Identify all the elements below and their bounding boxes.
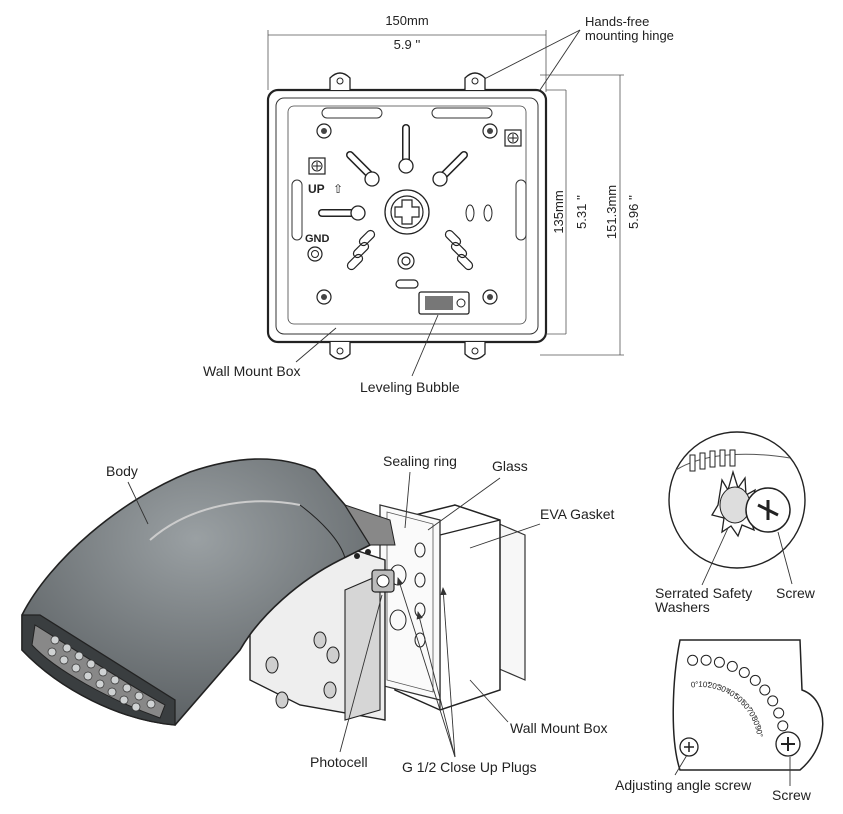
exploded-wall-mount-box-label: Wall Mount Box <box>510 720 608 736</box>
adjusting-screw-label: Adjusting angle screw <box>615 777 752 793</box>
gnd-label: GND <box>305 233 330 245</box>
washers-label-line1: Serrated Safety <box>655 585 752 601</box>
washer-screw-label: Screw <box>776 585 816 601</box>
top-view-drawing: 150mm 5.9 '' Hands-free mounting hinge <box>203 13 674 395</box>
plugs-label: G 1/2 Close Up Plugs <box>402 759 537 775</box>
angle-mark-label: 80° <box>750 715 763 730</box>
inner-height-in-label: 5.31 '' <box>574 195 589 229</box>
washers-label-line2: Washers <box>655 599 710 615</box>
hinge-label-line1: Hands-free <box>585 14 649 29</box>
angle-plate-drawing: 0°10°20°30°40°50°60°70°80°90° Adjusting … <box>615 639 824 803</box>
inner-height-mm-label: 135mm <box>551 190 566 233</box>
angle-hole <box>759 684 771 696</box>
washer-detail-drawing: Serrated Safety Washers Screw <box>655 431 816 615</box>
sealing-ring-label: Sealing ring <box>383 453 457 469</box>
outer-height-mm-label: 151.3mm <box>604 185 619 239</box>
top-wall-mount-box-label: Wall Mount Box <box>203 363 301 379</box>
angle-mark-label: 20° <box>707 680 721 692</box>
up-arrow-icon: ⇧ <box>333 182 343 196</box>
angle-hole <box>749 674 761 686</box>
sealing-ring <box>343 504 396 546</box>
angle-mark-label: 90° <box>753 725 764 739</box>
outer-height-in-label: 5.96 '' <box>626 195 641 229</box>
leveling-bubble-label: Leveling Bubble <box>360 379 460 395</box>
angle-hole <box>777 720 789 732</box>
angle-hole <box>700 654 712 666</box>
angle-hole <box>726 660 738 672</box>
eva-gasket-label: EVA Gasket <box>540 506 615 522</box>
angle-mark-label: 10° <box>698 680 711 690</box>
angle-mark-label: 30° <box>716 683 731 696</box>
angle-plate-screw-label: Screw <box>772 787 812 803</box>
angle-hole <box>773 707 785 719</box>
angle-hole <box>738 667 750 678</box>
glass-label: Glass <box>492 458 528 474</box>
width-mm-label: 150mm <box>385 13 428 28</box>
exploded-view-drawing: Body Sealing ring Glass EVA Gasket Wall … <box>21 453 615 775</box>
angle-hole <box>713 656 725 668</box>
angle-hole <box>767 695 779 707</box>
angle-hole <box>687 654 699 666</box>
angle-mark-label: 0° <box>690 680 698 690</box>
width-in-label: 5.9 '' <box>394 37 421 52</box>
hinge-label-line2: mounting hinge <box>585 28 674 43</box>
up-label: UP <box>308 182 325 196</box>
photocell-label: Photocell <box>310 754 368 770</box>
body-label: Body <box>106 463 138 479</box>
